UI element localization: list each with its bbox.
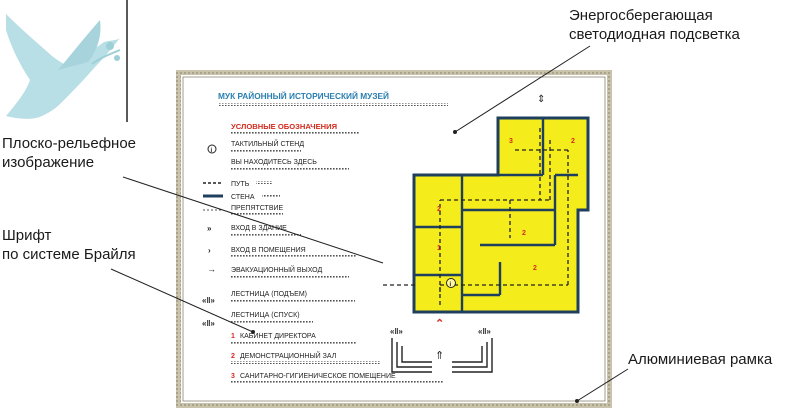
braille-text (231, 255, 357, 258)
callout-braille-line2: по системе Брайля (2, 246, 136, 263)
leader-lines (110, 45, 629, 402)
floor-area (414, 118, 588, 312)
stairs-down-icon: «‖» (202, 319, 215, 328)
exit-arrow-icon: ⇕ (537, 94, 545, 105)
outer-wall (412, 116, 590, 314)
rooms-list: 1 КАБИНЕТ ДИРЕКТОРА 2 ДЕМОНСТРАЦИОННЫЙ З… (231, 333, 443, 384)
legend-item: » ВХОД В ЗДАНИЕ (207, 224, 301, 236)
legend-item: › ВХОД В ПОМЕЩЕНИЯ (208, 246, 357, 258)
braille-legend-header (231, 132, 359, 135)
plaque-title: МУК РАЙОННЫЙ ИСТОРИЧЕСКИЙ МУЗЕЙ (218, 90, 389, 101)
braille-text (231, 213, 283, 216)
braille-text (231, 299, 355, 302)
legend-label: ЭВАКУАЦИОННЫЙ ВЫХОД (231, 265, 322, 274)
braille-text (231, 341, 357, 344)
braille-text (231, 233, 301, 236)
arrow-right-icon: → (207, 264, 216, 274)
tactile-stand-icon (446, 278, 456, 288)
braille-text (231, 381, 443, 384)
map-room-number: 2 (437, 206, 441, 213)
svg-text:i: i (450, 282, 452, 288)
leader-dot (575, 399, 579, 403)
callout-led-lighting-line1: Энергосберегающая (569, 7, 713, 24)
callout-relief-image-line2: изображение (2, 154, 95, 171)
room-label: САНИТАРНО-ГИГИЕНИЧЕСКОЕ ПОМЕЩЕНИЕ (240, 373, 396, 380)
legend-item: «‖» ЛЕСТНИЦА (ПОДЪЕМ) (202, 291, 355, 305)
callout-led-lighting-line2: светодиодная подсветка (569, 26, 740, 43)
callout-relief-image-line1: Плоско-рельефное (2, 135, 137, 152)
legend-label: ПРЕПЯТСТВИЕ (231, 205, 284, 212)
chevron-icon: › (208, 246, 211, 255)
route-path (383, 128, 569, 305)
legend-label: ТАКТИЛЬНЫЙ СТЕНД (231, 139, 304, 148)
leader-dot (453, 130, 457, 134)
double-chevron-icon: » (207, 224, 212, 233)
map-room-number: 2 (533, 265, 537, 272)
leader-dot (251, 330, 255, 334)
legend-label: ВХОД В ЗДАНИЕ (231, 225, 287, 232)
legend-item: i ТАКТИЛЬНЫЙ СТЕНД (207, 139, 304, 154)
entrance-stairs (391, 338, 493, 373)
legend-item: ПРЕПЯТСТВИЕ (203, 205, 284, 216)
braille-text (231, 167, 349, 170)
legend-header: УСЛОВНЫЕ ОБОЗНАЧЕНИЯ (231, 122, 337, 131)
svg-text:i: i (211, 148, 213, 154)
legend-item: ВЫ НАХОДИТЕСЬ ЗДЕСЬ (231, 159, 349, 170)
stairs-right-icon: «‖» (478, 327, 491, 336)
legend-label: ЛЕСТНИЦА (СПУСК) (231, 312, 300, 319)
info-circle-icon (207, 144, 217, 154)
inner-walls (414, 118, 578, 312)
legend-label: ПУТЬ (231, 181, 250, 188)
room-label: КАБИНЕТ ДИРЕКТОРА (240, 333, 316, 340)
braille-text (231, 149, 301, 152)
map-room-number: 2 (522, 230, 526, 237)
room-number: 2 (231, 353, 235, 360)
legend-item: → ЭВАКУАЦИОННЫЙ ВЫХОД (207, 264, 349, 278)
legend-item: ПУТЬ (203, 181, 272, 188)
legend-label: ЛЕСТНИЦА (ПОДЪЕМ) (231, 291, 307, 298)
stairs-up-icon: «‖» (202, 296, 215, 305)
braille-text (262, 194, 280, 197)
room-number: 1 (231, 333, 235, 340)
braille-text (231, 361, 381, 364)
room-label: ДЕМОНСТРАЦИОННЫЙ ЗАЛ (240, 351, 337, 360)
stairs-left-icon: «‖» (390, 327, 403, 336)
callout-aluminum-frame: Алюминиевая рамка (628, 351, 773, 368)
dove-logo-icon (6, 14, 121, 119)
braille-text (231, 275, 349, 278)
map-room-number: 2 (571, 138, 575, 145)
floor-plan: i ⇕ ⌃ 3 2 2 2 1 2 «‖» «‖» ⇑ (383, 94, 590, 373)
legend-label: ВЫ НАХОДИТЕСЬ ЗДЕСЬ (231, 159, 317, 166)
map-room-number: 3 (509, 138, 513, 145)
legend-item: «‖» ЛЕСТНИЦА (СПУСК) (202, 312, 313, 328)
room-number: 3 (231, 373, 235, 380)
stairs-up-arrow-icon: ⇑ (435, 350, 444, 362)
braille-title (218, 103, 448, 106)
callout-braille-line1: Шрифт (2, 227, 52, 244)
legend-item: СТЕНА (203, 194, 280, 201)
entrance-icon: ⌃ (435, 318, 444, 330)
legend-label: СТЕНА (231, 194, 255, 201)
braille-text (231, 320, 313, 323)
legend-block: i ТАКТИЛЬНЫЙ СТЕНД ВЫ НАХОДИТЕСЬ ЗДЕСЬ П… (202, 139, 357, 328)
braille-text (256, 181, 272, 184)
legend-label: ВХОД В ПОМЕЩЕНИЯ (231, 247, 306, 254)
map-room-number: 1 (437, 245, 441, 252)
